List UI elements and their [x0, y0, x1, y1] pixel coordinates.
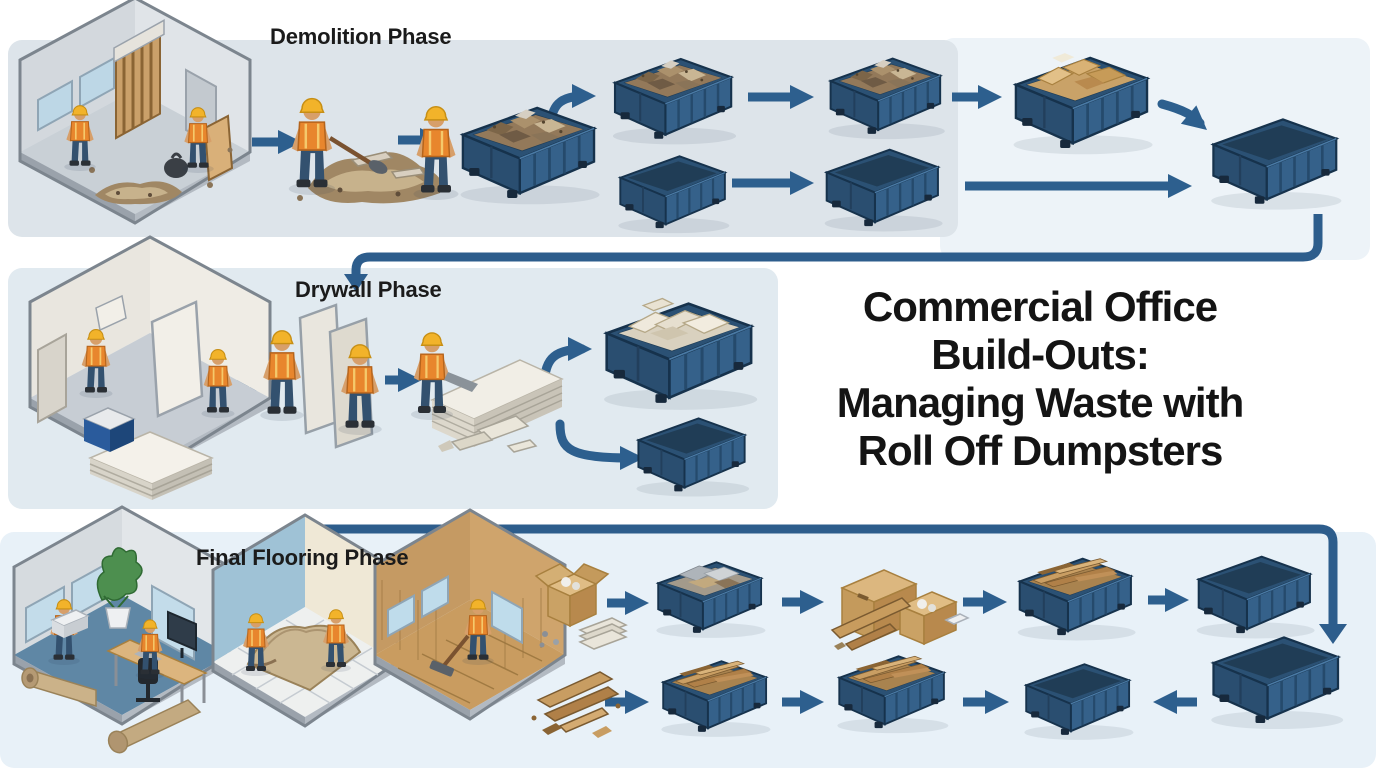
- worker-pulling-carpet: [321, 609, 351, 672]
- flow-arrow: [963, 690, 1009, 714]
- drywall-cutting-illustration: [411, 332, 564, 453]
- flow-arrow: [965, 174, 1192, 198]
- flow-arrow-curved: [555, 419, 644, 470]
- full-dumpster-drywall-scrap: [603, 297, 758, 410]
- full-dumpster-mixed-flooring-waste: [655, 561, 766, 638]
- tile-stack-prop: [578, 617, 628, 650]
- staged-empty-roll-off-dumpster: [1210, 118, 1342, 210]
- packaging-box-prop: [534, 563, 628, 650]
- worker-demolishing-wall: [64, 105, 96, 171]
- office-carpet-room-illustration: [12, 505, 232, 754]
- flow-arrow: [385, 368, 422, 392]
- worker-shoveling-debris: [288, 97, 336, 195]
- demolished-stud-wall: [113, 19, 165, 140]
- main-title: Commercial Office Build-Outs: Managing W…: [770, 283, 1310, 475]
- main-title-line: Roll Off Dumpsters: [857, 427, 1224, 474]
- worker-carrying-drywall: [338, 344, 382, 435]
- flow-arrow: [607, 591, 649, 615]
- empty-dumpster: [823, 148, 943, 232]
- full-dumpster-demolition: [459, 106, 600, 205]
- flow-arrow: [732, 171, 814, 195]
- flow-arrow: [605, 690, 649, 714]
- worker-loading-dumpster: [413, 105, 459, 200]
- flow-arrow: [782, 690, 824, 714]
- worker-hanging-drywall: [79, 329, 113, 398]
- full-dumpster-demolition: [827, 57, 945, 140]
- full-dumpster-wood-scrap: [1016, 557, 1136, 641]
- empty-dumpster: [1023, 663, 1134, 740]
- main-title-line: Commercial Office: [862, 283, 1218, 330]
- main-title-line: Managing Waste with: [836, 379, 1244, 426]
- worker-finishing-floor: [462, 599, 494, 665]
- phase-label-demolition: Demolition Phase: [270, 24, 452, 49]
- worker-carrying-drywall: [260, 330, 304, 421]
- worker-cutting-drywall: [411, 332, 453, 420]
- empty-dumpster: [617, 155, 730, 234]
- drywall-sheet-stack: [88, 431, 214, 500]
- flow-arrow: [963, 590, 1007, 614]
- moving-boxes-prop: [830, 569, 970, 651]
- flow-arrow: [252, 130, 302, 154]
- empty-dumpster: [635, 417, 750, 497]
- cooler-box: [82, 407, 136, 452]
- dumpster-loading-illustration: [413, 105, 459, 200]
- flow-arrow: [1153, 690, 1197, 714]
- full-dumpster-wood-scrap: [660, 660, 771, 737]
- phase-label-final-flooring: Final Flooring Phase: [196, 545, 409, 570]
- drywall-carry-illustration: [260, 303, 382, 449]
- drywall-room-illustration: [28, 235, 272, 500]
- carpet-rolls: [21, 667, 202, 754]
- flow-arrow-curved: [1157, 99, 1207, 130]
- empty-dumpster: [1195, 555, 1315, 639]
- wood-scraps-prop: [531, 671, 621, 738]
- staged-empty-roll-off-dumpster: [1210, 636, 1344, 729]
- flow-arrow: [1148, 588, 1189, 612]
- flow-arrow: [748, 85, 814, 109]
- full-dumpster-wood-scrap: [836, 655, 949, 734]
- full-dumpster-cardboard: [1012, 53, 1153, 155]
- demolition-room-illustration: [18, 0, 252, 225]
- potted-plant: [96, 547, 143, 629]
- flow-arrow: [952, 85, 1002, 109]
- worker-finishing-drywall: [201, 349, 235, 418]
- worker-at-desk: [135, 619, 165, 679]
- wood-floor-room-illustration: [373, 508, 567, 721]
- main-title-line: Build-Outs:: [931, 331, 1150, 378]
- full-dumpster-demolition: [612, 57, 737, 145]
- phase-connector-demolition-to-drywall: [344, 214, 1323, 292]
- worker-pulling-carpet: [241, 613, 271, 676]
- worker-bagging-debris: [182, 107, 214, 173]
- phase-label-drywall: Drywall Phase: [295, 277, 442, 302]
- flow-arrow: [782, 590, 824, 614]
